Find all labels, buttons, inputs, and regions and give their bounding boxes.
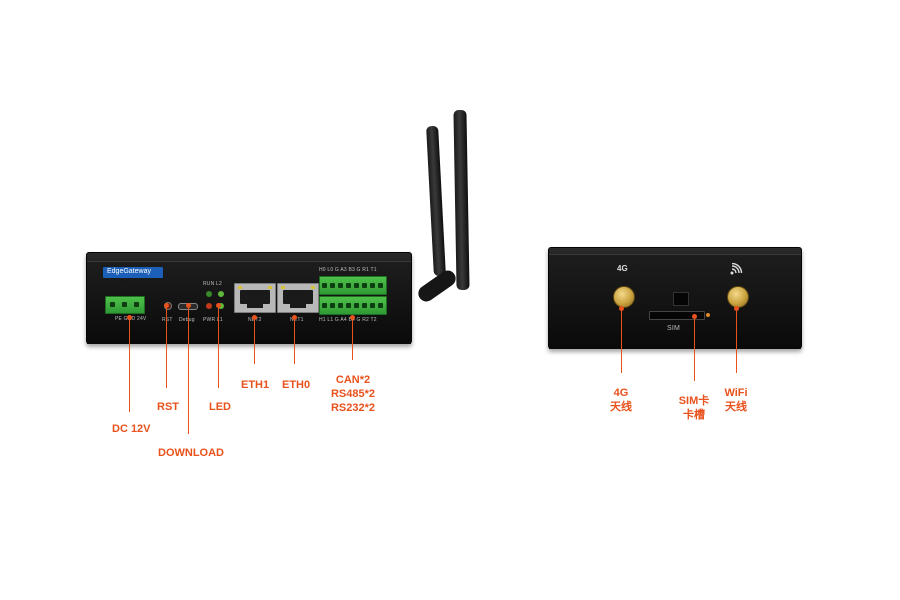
led-bottom-label: PWR L1 bbox=[203, 317, 223, 323]
callout-line-sim bbox=[694, 317, 695, 381]
callout-sim: SIM卡 卡槽 bbox=[674, 394, 714, 422]
antenna-right bbox=[453, 109, 470, 291]
callout-line-rst bbox=[166, 306, 167, 388]
led-top-label: RUN L2 bbox=[203, 281, 222, 287]
callout-serial: CAN*2 RS485*2 RS232*2 bbox=[328, 373, 378, 415]
wifi-icon bbox=[730, 262, 744, 275]
callout-wifi: WiFi 天线 bbox=[718, 386, 754, 414]
callout-dot-serial bbox=[350, 315, 355, 320]
callout-rst: RST bbox=[157, 401, 179, 413]
callout-dot-eth0 bbox=[292, 315, 297, 320]
callout-dot-wifi bbox=[734, 306, 739, 311]
callout-serial-rs232: RS232*2 bbox=[330, 402, 376, 414]
callout-sim-line1: SIM卡 bbox=[678, 395, 710, 407]
callout-line-eth1 bbox=[254, 318, 255, 364]
callout-4g-line1: 4G bbox=[613, 387, 629, 399]
callout-wifi-line1: WiFi bbox=[724, 387, 748, 399]
callout-sim-line2: 卡槽 bbox=[683, 409, 705, 421]
back-panel: 4G SIM bbox=[548, 247, 802, 349]
led-pwr bbox=[206, 303, 212, 309]
4g-icon: 4G bbox=[617, 264, 628, 273]
io-top-label: H0 L0 G A3 B3 G R1 T1 bbox=[319, 267, 377, 273]
io-bottom-label: H1 L1 G A4 B4 G R2 T2 bbox=[319, 317, 377, 323]
callout-line-eth0 bbox=[294, 318, 295, 364]
led-run bbox=[206, 291, 212, 297]
callout-dc: DC 12V bbox=[112, 423, 151, 435]
callout-eth1: ETH1 bbox=[241, 379, 270, 391]
callout-4g-line2: 天线 bbox=[610, 401, 632, 413]
led-l1 bbox=[218, 303, 224, 309]
callout-dot-rst bbox=[164, 303, 169, 308]
callout-download: DOWNLOAD bbox=[158, 447, 224, 459]
antenna-left bbox=[426, 125, 446, 277]
callout-dot-download bbox=[186, 303, 191, 308]
led-l2 bbox=[218, 291, 224, 297]
brand-label: EdgeGateway bbox=[107, 268, 151, 275]
io-terminal-bottom[interactable] bbox=[319, 296, 387, 315]
brand-badge: EdgeGateway bbox=[103, 267, 163, 278]
sma-connector-4g[interactable] bbox=[613, 286, 635, 308]
net1-label: NET1 bbox=[290, 317, 304, 323]
sim-slot[interactable] bbox=[649, 311, 705, 320]
callout-line-serial bbox=[352, 318, 353, 360]
callout-serial-rs485: RS485*2 bbox=[330, 388, 376, 400]
sim-led bbox=[706, 313, 710, 317]
callout-wifi-line2: 天线 bbox=[725, 401, 747, 413]
ethernet-port-net2[interactable] bbox=[234, 283, 276, 313]
callout-line-download bbox=[188, 306, 189, 434]
power-terminal[interactable] bbox=[105, 296, 145, 314]
io-terminal-top[interactable] bbox=[319, 276, 387, 295]
callout-line-led bbox=[218, 306, 219, 388]
callout-line-wifi bbox=[736, 309, 737, 373]
callout-dot-eth1 bbox=[252, 315, 257, 320]
sma-connector-wifi[interactable] bbox=[727, 286, 749, 308]
callout-line-4g bbox=[621, 309, 622, 373]
callout-eth0: ETH0 bbox=[282, 379, 311, 391]
ethernet-port-net1[interactable] bbox=[277, 283, 319, 313]
callout-dot-led bbox=[216, 303, 221, 308]
rst-label: RST bbox=[162, 317, 173, 323]
callout-4g: 4G 天线 bbox=[604, 386, 638, 414]
debug-label: Debug bbox=[179, 317, 195, 323]
sim-eject-button[interactable] bbox=[673, 292, 689, 306]
callout-dot-sim bbox=[692, 314, 697, 319]
front-device: EdgeGateway PE GND 24V RST Debug RUN L2 … bbox=[0, 0, 470, 360]
callout-line-dc bbox=[129, 318, 130, 412]
callout-serial-can: CAN*2 bbox=[335, 374, 371, 386]
sim-label: SIM bbox=[667, 325, 681, 332]
front-panel: EdgeGateway PE GND 24V RST Debug RUN L2 … bbox=[86, 252, 412, 344]
callout-dot-dc bbox=[127, 315, 132, 320]
callout-led: LED bbox=[209, 401, 231, 413]
callout-dot-4g bbox=[619, 306, 624, 311]
